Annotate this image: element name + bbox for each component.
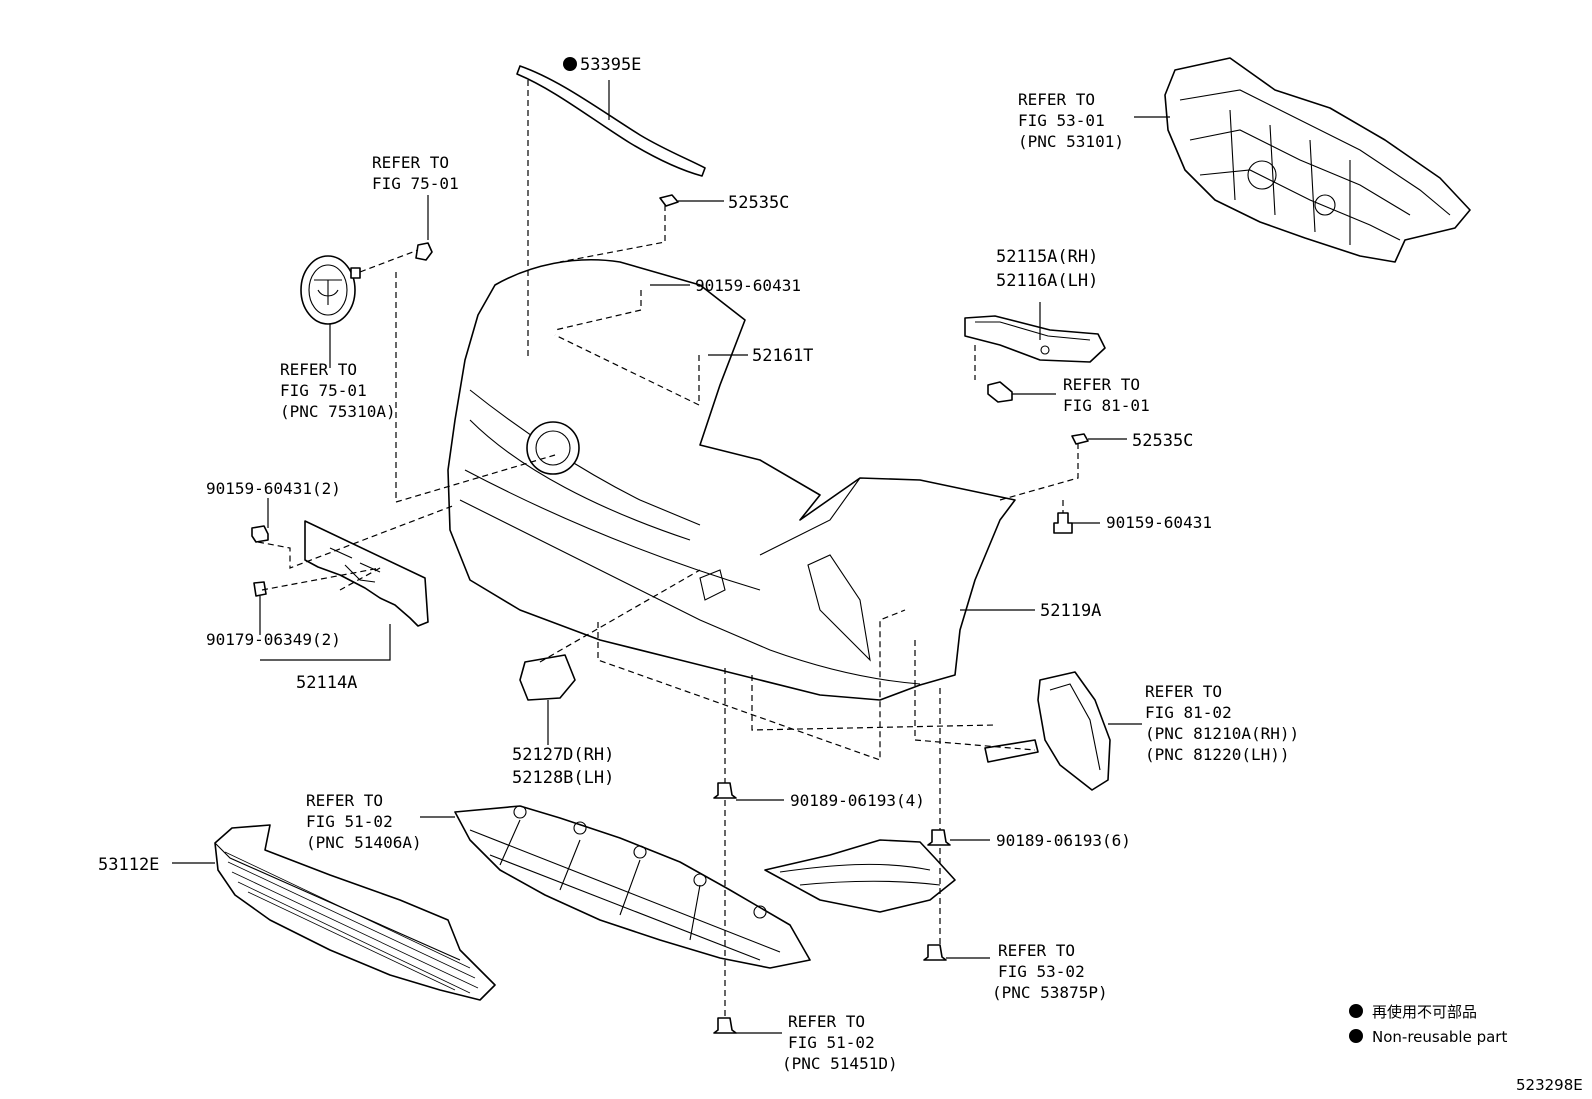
legend-japanese: 再使用不可部品 xyxy=(1372,1003,1477,1021)
emblem-75310a xyxy=(300,255,361,325)
part-number-90159-right: 90159-60431 xyxy=(1106,513,1212,532)
clip-52535c-right xyxy=(1071,433,1089,445)
screw-53875p xyxy=(923,944,947,961)
part-number-52114a: 52114A xyxy=(296,673,357,693)
bracket-52115a xyxy=(964,315,1106,363)
clip-52535c-top xyxy=(659,194,679,207)
refer-fig5102-grille-line2: FIG 51-02 xyxy=(306,812,393,831)
assembly-guide-lines xyxy=(257,80,1079,1018)
part-number-53112e: 53112E xyxy=(98,855,159,875)
part-number-90189-6: 90189-06193(6) xyxy=(996,831,1131,850)
legend: 再使用不可部品 Non-reusable part xyxy=(1349,1003,1507,1046)
figure-id: 523298E xyxy=(1516,1076,1583,1094)
part-number-53395e: 53395E xyxy=(580,55,641,75)
under-cover-51406a xyxy=(454,805,811,969)
part-number-52119a: 52119A xyxy=(1040,601,1101,621)
legend-english: Non-reusable part xyxy=(1372,1028,1507,1046)
refer-fig8102-line4: (PNC 81220(LH)) xyxy=(1145,745,1290,764)
legend-bullet-icon xyxy=(1349,1029,1363,1043)
refer-fig5301-line3: (PNC 53101) xyxy=(1018,132,1124,151)
screw-90159-right xyxy=(1053,512,1073,534)
part-number-52535c-top: 52535C xyxy=(728,193,789,213)
refer-fig7501-emblem-line2: FIG 75-01 xyxy=(280,381,367,400)
refer-fig5102-grille-line3: (PNC 51406A) xyxy=(306,833,422,852)
refer-fig8102-line1: REFER TO xyxy=(1145,682,1222,701)
screw-90159-2 xyxy=(251,525,269,543)
refer-fig5102-clip-line1: REFER TO xyxy=(788,1012,865,1031)
part-number-90159-2: 90159-60431(2) xyxy=(206,479,341,498)
refer-fig7501-top-line2: FIG 75-01 xyxy=(372,174,459,193)
side-cover-53875p xyxy=(764,839,956,913)
part-number-52161t: 52161T xyxy=(752,346,813,366)
part-number-52115a: 52115A(RH) xyxy=(996,247,1098,267)
refer-fig7501-emblem-line1: REFER TO xyxy=(280,360,357,379)
part-number-52535c-right: 52535C xyxy=(1132,431,1193,451)
clip-90179 xyxy=(253,581,267,597)
part-number-52127d: 52127D(RH) xyxy=(512,745,614,765)
refer-fig8101-line2: FIG 81-01 xyxy=(1063,396,1150,415)
legend-bullet-icon xyxy=(1349,1004,1363,1018)
part-number-52116a: 52116A(LH) xyxy=(996,271,1098,291)
refer-fig5301-line2: FIG 53-01 xyxy=(1018,111,1105,130)
label-53395e: 53395E xyxy=(563,55,641,75)
bumper-cover-52119a xyxy=(447,259,1016,701)
refer-fig7501-emblem-line3: (PNC 75310A) xyxy=(280,402,396,421)
clip-90189-4 xyxy=(713,782,737,799)
refer-fig8102-line3: (PNC 81210A(RH)) xyxy=(1145,724,1299,743)
screw-51451d xyxy=(713,1017,737,1034)
refer-fig5102-grille-line1: REFER TO xyxy=(306,791,383,810)
refer-fig5302-line1: REFER TO xyxy=(998,941,1075,960)
refer-fig7501-top-line1: REFER TO xyxy=(372,153,449,172)
leader-lines xyxy=(172,80,1170,1034)
refer-fig5302-line2: FIG 53-02 xyxy=(998,962,1085,981)
clip-90189-6 xyxy=(927,829,951,846)
fog-lamp-81210a xyxy=(984,671,1111,791)
part-number-90159-top: 90159-60431 xyxy=(695,276,801,295)
bolt-fig8101 xyxy=(987,381,1013,403)
part-number-90189-4: 90189-06193(4) xyxy=(790,791,925,810)
seal-strip-53395e xyxy=(516,65,706,177)
towing-cap-52127d xyxy=(519,654,576,701)
radiator-grille-assembly xyxy=(1164,57,1471,263)
refer-fig5102-clip-line3: (PNC 51451D) xyxy=(782,1054,898,1073)
refer-fig5301-line1: REFER TO xyxy=(1018,90,1095,109)
part-number-52128b: 52128B(LH) xyxy=(512,768,614,788)
refer-fig5102-clip-line2: FIG 51-02 xyxy=(788,1033,875,1052)
license-bracket-52114a xyxy=(304,520,429,627)
lower-grille-53112e xyxy=(214,824,496,1001)
part-number-90179: 90179-06349(2) xyxy=(206,630,341,649)
refer-fig5302-line3: (PNC 53875P) xyxy=(992,983,1108,1002)
refer-fig8101-line1: REFER TO xyxy=(1063,375,1140,394)
nut-fig7501 xyxy=(415,242,433,261)
refer-fig8102-line2: FIG 81-02 xyxy=(1145,703,1232,722)
